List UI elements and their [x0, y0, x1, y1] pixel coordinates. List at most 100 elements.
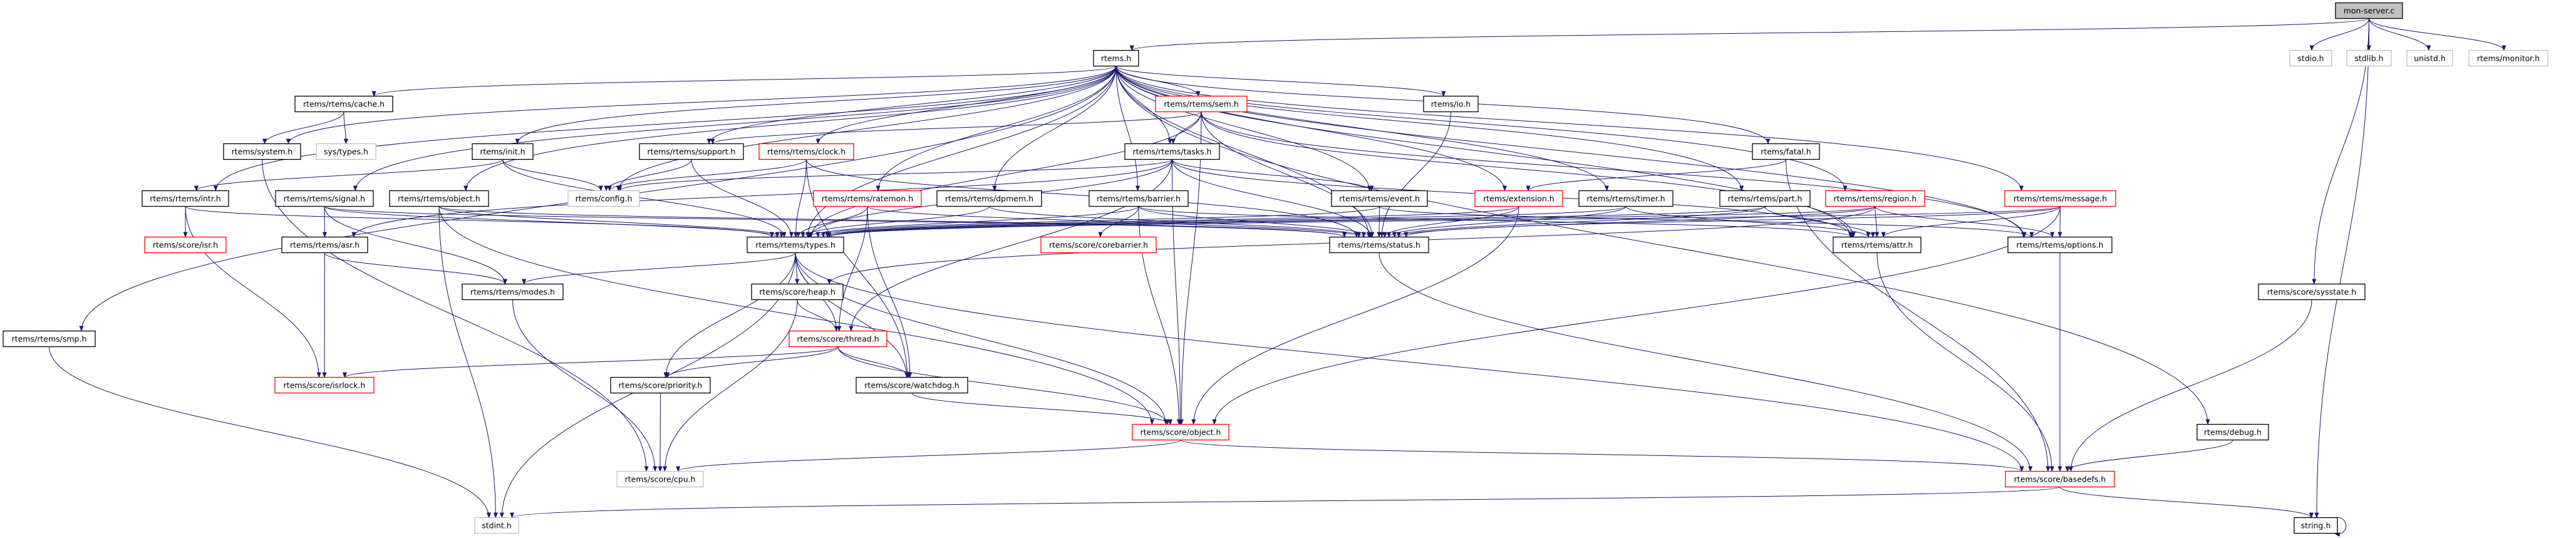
- node-label: rtems/score/isrlock.h: [284, 381, 366, 390]
- node-label: rtems/rtems/part.h: [1728, 194, 1803, 204]
- node-label: rtems/rtems/message.h: [2014, 194, 2107, 204]
- node-sem[interactable]: rtems/rtems/sem.h: [1155, 95, 1248, 113]
- edge-rtems-to-intr: [213, 66, 1117, 192]
- node-box: [610, 376, 711, 394]
- node-part[interactable]: rtems/rtems/part.h: [1719, 190, 1811, 207]
- node-box: [2346, 49, 2392, 67]
- node-priority[interactable]: rtems/score/priority.h: [610, 376, 711, 394]
- node-box: [1423, 95, 1479, 113]
- edge-intr-to-isrlock: [185, 206, 321, 378]
- node-unistd[interactable]: unistd.h: [2406, 49, 2453, 67]
- node-box: [1833, 236, 1922, 254]
- edge-rtems-to-options: [1115, 66, 2026, 238]
- node-timer[interactable]: rtems/rtems/timer.h: [1578, 190, 1673, 207]
- node-monitor[interactable]: rtems/monitor.h: [2468, 49, 2548, 67]
- node-basedefs[interactable]: rtems/score/basedefs.h: [2005, 470, 2115, 488]
- node-box: [567, 190, 640, 207]
- node-label: rtems/score/watchdog.h: [864, 381, 959, 390]
- node-config[interactable]: rtems/config.h: [567, 190, 640, 207]
- edge-sem-to-sobject: [1179, 111, 1202, 425]
- edge-fatal-to-extension: [1526, 159, 1786, 192]
- node-box: [2258, 283, 2366, 301]
- edge-rtems-to-debug: [1115, 66, 2210, 425]
- edge-signal-to-types: [324, 206, 780, 238]
- node-label: rtems/score/corebarrier.h: [1049, 241, 1148, 250]
- node-stdlib[interactable]: stdlib.h: [2346, 49, 2392, 67]
- edge-mon-server-to-unistd: [2369, 18, 2431, 51]
- edge-event-to-options: [1379, 206, 2034, 238]
- node-intr[interactable]: rtems/rtems/intr.h: [142, 190, 229, 207]
- node-init[interactable]: rtems/init.h: [472, 143, 534, 160]
- edge-rtems-to-attr: [1115, 66, 1853, 238]
- edge-heap-to-cpu: [662, 299, 798, 472]
- node-isrlock[interactable]: rtems/score/isrlock.h: [274, 376, 375, 394]
- node-system[interactable]: rtems/system.h: [223, 143, 301, 160]
- node-stdint[interactable]: stdint.h: [474, 517, 519, 534]
- node-signal[interactable]: rtems/rtems/signal.h: [275, 190, 374, 207]
- edge-types-to-modes: [522, 252, 796, 285]
- node-box: [813, 190, 922, 207]
- node-box: [275, 190, 374, 207]
- node-stdio[interactable]: stdio.h: [2289, 49, 2332, 67]
- edge-modes-to-cpu: [512, 299, 658, 472]
- edge-rtems-to-dpmem: [992, 66, 1117, 192]
- edge-dpmem-to-types: [800, 206, 990, 238]
- node-message[interactable]: rtems/rtems/message.h: [2004, 190, 2116, 207]
- node-modes[interactable]: rtems/rtems/modes.h: [462, 283, 564, 301]
- node-smp[interactable]: rtems/rtems/smp.h: [3, 330, 96, 348]
- node-io[interactable]: rtems/io.h: [1423, 95, 1479, 113]
- node-cache[interactable]: rtems/rtems/cache.h: [294, 95, 393, 113]
- node-label: rtems/score/cpu.h: [624, 475, 695, 484]
- node-sysstate[interactable]: rtems/score/sysstate.h: [2258, 283, 2366, 301]
- node-systypes[interactable]: sys/types.h: [316, 143, 376, 160]
- node-label: rtems/rtems/clock.h: [767, 147, 846, 157]
- edge-init-to-config: [502, 159, 603, 192]
- edge-message-to-attr: [1881, 206, 2061, 238]
- node-cpu[interactable]: rtems/score/cpu.h: [616, 470, 704, 488]
- node-dpmem[interactable]: rtems/rtems/dpmem.h: [936, 190, 1042, 207]
- node-watchdog[interactable]: rtems/score/watchdog.h: [856, 376, 968, 394]
- node-label: rtems/rtems/sem.h: [1164, 100, 1239, 109]
- node-label: rtems/score/sysstate.h: [2267, 287, 2356, 297]
- node-box: [2294, 517, 2338, 534]
- edge-clock-to-watchdog: [806, 159, 910, 378]
- edge-timer-to-attr: [1625, 206, 1871, 238]
- node-label: string.h: [2301, 521, 2331, 530]
- node-sobject[interactable]: rtems/score/object.h: [1132, 423, 1229, 441]
- edge-cache-to-system: [262, 111, 344, 145]
- node-ratemon[interactable]: rtems/rtems/ratemon.h: [813, 190, 922, 207]
- node-types[interactable]: rtems/rtems/types.h: [747, 236, 844, 254]
- node-string[interactable]: string.h: [2294, 517, 2338, 534]
- node-mon-server[interactable]: mon-server.c: [2335, 2, 2403, 19]
- edge-rtems-to-signal: [353, 66, 1117, 192]
- node-extension[interactable]: rtems/extension.h: [1474, 190, 1563, 207]
- node-fatal[interactable]: rtems/fatal.h: [1752, 143, 1820, 160]
- node-asr[interactable]: rtems/rtems/asr.h: [281, 236, 368, 254]
- node-label: rtems/rtems/modes.h: [470, 287, 555, 297]
- edge-rtems-to-status: [1115, 66, 1371, 238]
- node-box: [462, 283, 564, 301]
- node-region[interactable]: rtems/rtems/region.h: [1825, 190, 1925, 207]
- node-isr[interactable]: rtems/score/isr.h: [144, 236, 227, 254]
- node-box: [274, 376, 375, 394]
- node-event[interactable]: rtems/rtems/event.h: [1331, 190, 1428, 207]
- edge-string-to-string: [2333, 517, 2347, 537]
- node-debug[interactable]: rtems/debug.h: [2196, 423, 2269, 441]
- node-status[interactable]: rtems/rtems/status.h: [1329, 236, 1429, 254]
- node-corebarrier[interactable]: rtems/score/corebarrier.h: [1040, 236, 1157, 254]
- edge-ratemon-to-thread: [837, 206, 868, 332]
- node-barrier[interactable]: rtems/rtems/barrier.h: [1089, 190, 1189, 207]
- node-robject[interactable]: rtems/rtems/object.h: [389, 190, 489, 207]
- edge-event-to-types: [815, 206, 1380, 238]
- node-thread[interactable]: rtems/score/thread.h: [789, 330, 887, 348]
- edge-rtems-to-support: [706, 66, 1117, 145]
- node-heap[interactable]: rtems/score/heap.h: [751, 283, 844, 301]
- edge-rtems-to-init: [515, 66, 1117, 145]
- node-attr[interactable]: rtems/rtems/attr.h: [1833, 236, 1922, 254]
- node-clock[interactable]: rtems/rtems/clock.h: [758, 143, 854, 160]
- node-rtems[interactable]: rtems.h: [1093, 49, 1139, 67]
- node-options[interactable]: rtems/rtems/options.h: [2007, 236, 2113, 254]
- edge-tasks-to-thread: [849, 159, 1172, 332]
- node-tasks[interactable]: rtems/rtems/tasks.h: [1124, 143, 1220, 160]
- node-support[interactable]: rtems/rtems/support.h: [639, 143, 744, 160]
